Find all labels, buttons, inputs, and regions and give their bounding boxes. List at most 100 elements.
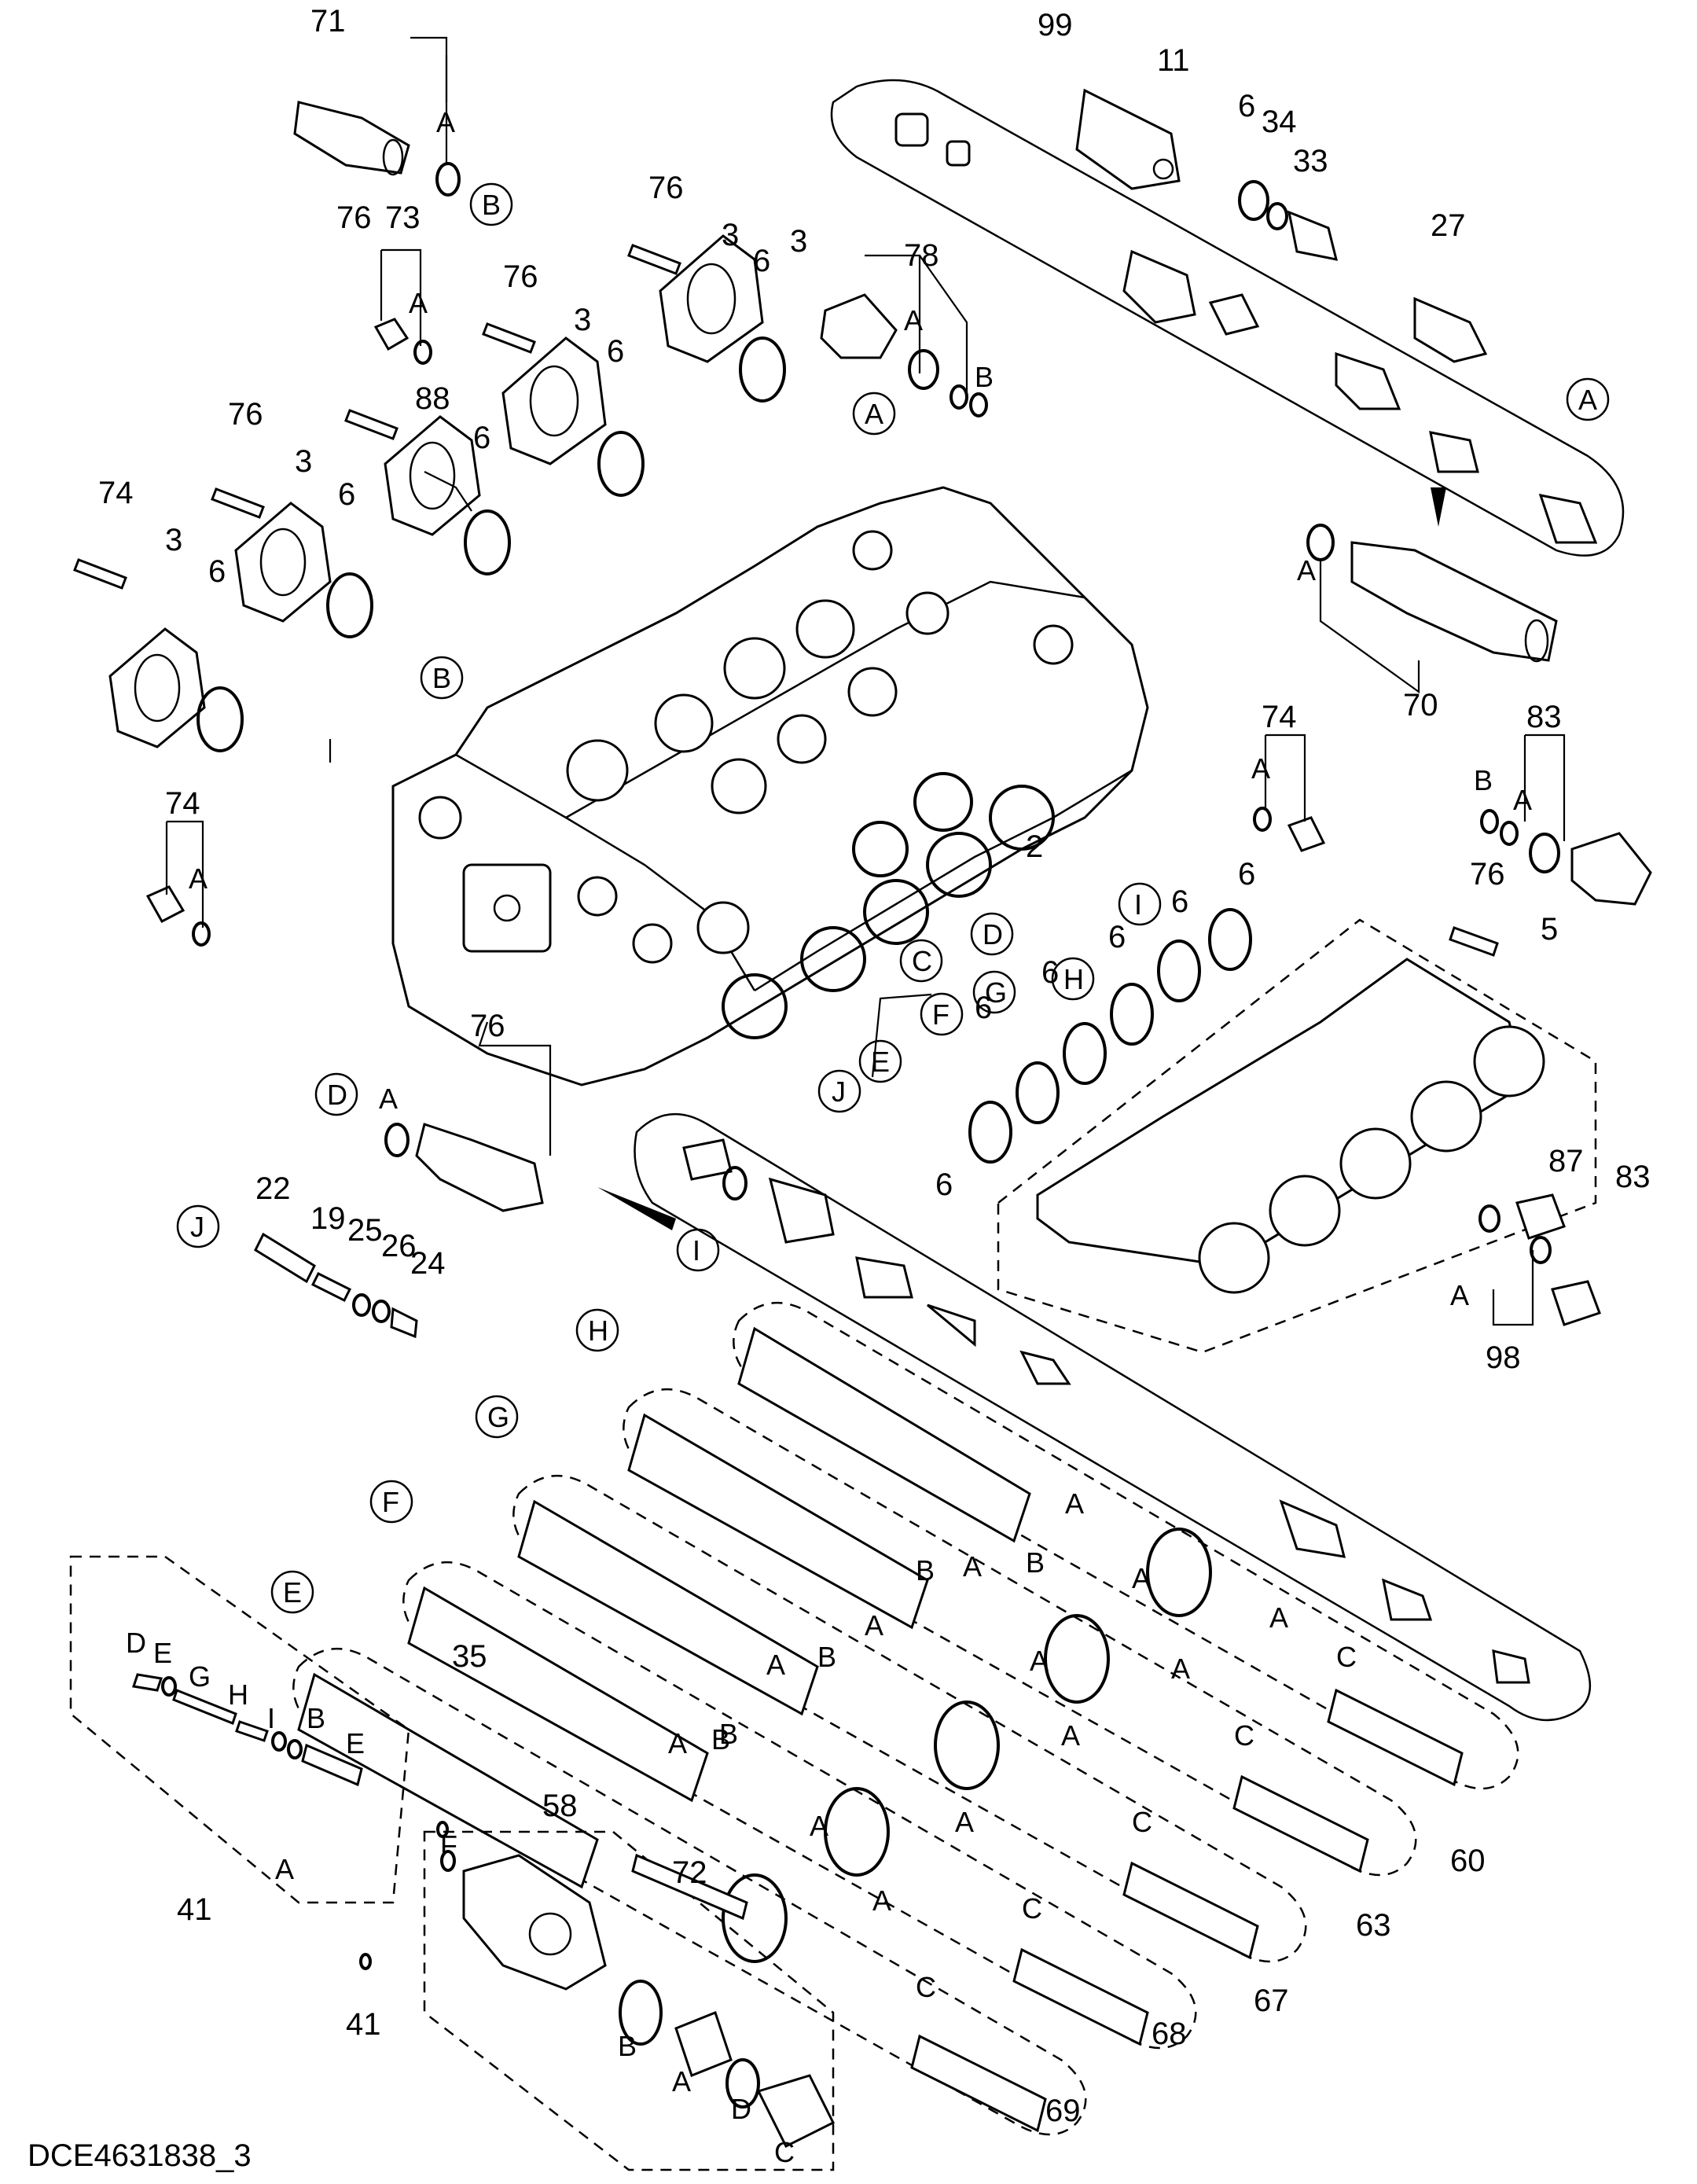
letter-label: A: [872, 1884, 891, 1917]
part-number-label: 41: [177, 1892, 212, 1927]
part-number-label: 6: [1108, 920, 1126, 954]
part-number-label: 6: [473, 421, 490, 455]
part-number-label: 70: [1403, 688, 1438, 722]
main-valve-body: [391, 486, 1149, 1086]
relief-valve-72: [293, 101, 461, 197]
part-number-label: 73: [385, 200, 421, 235]
svg-text:G: G: [985, 976, 1007, 1009]
part-number-label: 22: [255, 1171, 291, 1206]
part-number-label: 19: [310, 1201, 346, 1236]
o-rings-left: [197, 336, 786, 752]
top-right-assembly: [830, 79, 1625, 557]
circled-ref: D: [314, 1072, 358, 1116]
part-number-label: 5: [1541, 912, 1558, 947]
spool-assemblies: [292, 1301, 1519, 2136]
part-number-label: 83: [1615, 1160, 1651, 1194]
letter-label: E: [346, 1727, 365, 1759]
svg-text:F: F: [382, 1486, 399, 1518]
part-number-label: 71: [310, 4, 346, 39]
letter-label: A: [766, 1649, 785, 1681]
letter-label: A: [672, 2065, 691, 2098]
part-number-label: 24: [410, 1246, 446, 1281]
svg-text:D: D: [983, 918, 1003, 950]
part-number-label: 25: [347, 1213, 383, 1248]
circled-references: A A B B C D D E E F F G G H H I I J J: [176, 182, 1610, 1614]
circled-ref: D: [970, 912, 1014, 956]
part-number-label: 99: [1038, 8, 1073, 42]
svg-text:E: E: [283, 1576, 302, 1609]
svg-text:I: I: [692, 1234, 700, 1267]
circled-ref: B: [469, 182, 513, 226]
part-number-label: 2: [1026, 829, 1043, 864]
springs: [722, 1528, 1212, 1963]
letter-label: A: [955, 1806, 974, 1838]
spool-end-caps: [910, 1688, 1464, 2133]
letter-label: E: [153, 1637, 172, 1669]
pointer-arrow-top: [1431, 487, 1446, 527]
part-number-label: 78: [904, 238, 939, 273]
spring-block-60: [359, 1821, 836, 2171]
part-number-label: 3: [574, 303, 591, 337]
check-stack-J: [254, 1232, 418, 1339]
circled-ref: I: [1118, 882, 1162, 926]
letter-label: F: [440, 1829, 457, 1862]
circled-ref: F: [369, 1480, 413, 1524]
letter-label: C: [1022, 1892, 1042, 1925]
letter-label: B: [1474, 764, 1493, 796]
circled-ref: A: [1566, 377, 1610, 421]
letter-label: H: [228, 1678, 248, 1711]
part-number-label: 6: [1171, 884, 1188, 919]
part-number-label: 6: [935, 1167, 953, 1202]
part-number-label: 76: [470, 1009, 505, 1043]
letter-label: A: [1132, 1562, 1151, 1594]
letter-label: A: [409, 287, 428, 319]
letter-label: A: [668, 1727, 687, 1759]
part-number-label: 72: [672, 1855, 707, 1890]
letter-label: A: [1251, 752, 1270, 785]
circled-ref: J: [817, 1069, 861, 1113]
part-number-label: 6: [753, 244, 770, 278]
letter-label: D: [731, 2093, 751, 2125]
part-number-label: 6: [208, 554, 226, 589]
letter-label: B: [719, 1718, 738, 1750]
part-number-label: 3: [295, 444, 312, 479]
pointer-arrow-center: [597, 1187, 676, 1230]
relief-valve-71: [1306, 524, 1558, 663]
part-number-label: 87: [1548, 1144, 1584, 1178]
circled-ref: H: [575, 1308, 619, 1352]
leader-lines: [165, 36, 1566, 1326]
part-number-label: 35: [452, 1639, 487, 1674]
part-number-label: 67: [1254, 1984, 1289, 2018]
circled-ref: H: [1051, 957, 1095, 1001]
part-number-label: 27: [1431, 208, 1466, 243]
letter-label: B: [916, 1554, 935, 1587]
svg-text:C: C: [912, 945, 932, 977]
letter-label: A: [1061, 1719, 1080, 1752]
letter-label: B: [618, 2030, 637, 2062]
figure-code-label: DCE4631838_3: [28, 2138, 252, 2173]
svg-text:H: H: [1063, 963, 1084, 995]
part-number-label: 74: [165, 786, 200, 821]
part-number-label: 3: [165, 523, 182, 557]
circled-ref: B: [420, 656, 464, 700]
letter-label: A: [1030, 1645, 1049, 1677]
relief-valve-78: [384, 1123, 544, 1212]
letter-label: C: [1336, 1641, 1357, 1673]
letter-label: A: [379, 1083, 398, 1115]
bolts-left: [73, 244, 681, 590]
letter-label: A: [189, 862, 208, 895]
part-number-label: 6: [1238, 89, 1255, 123]
letter-labels: A A A A A A A A A A A A A A A A A A A A …: [126, 106, 1532, 2168]
letter-label: A: [963, 1550, 982, 1583]
letter-label: A: [1297, 554, 1316, 586]
circled-ref: A: [852, 392, 896, 436]
letter-label: A: [275, 1853, 294, 1885]
svg-text:A: A: [865, 398, 883, 430]
svg-text:J: J: [832, 1075, 846, 1108]
part-number-label: 3: [722, 218, 739, 252]
part-number-label: 3: [790, 224, 807, 259]
letter-label: A: [1171, 1653, 1190, 1685]
part-number-label: 83: [1526, 700, 1562, 734]
flange-cover-group: [108, 234, 764, 748]
end-cover-block: [968, 908, 1601, 1354]
